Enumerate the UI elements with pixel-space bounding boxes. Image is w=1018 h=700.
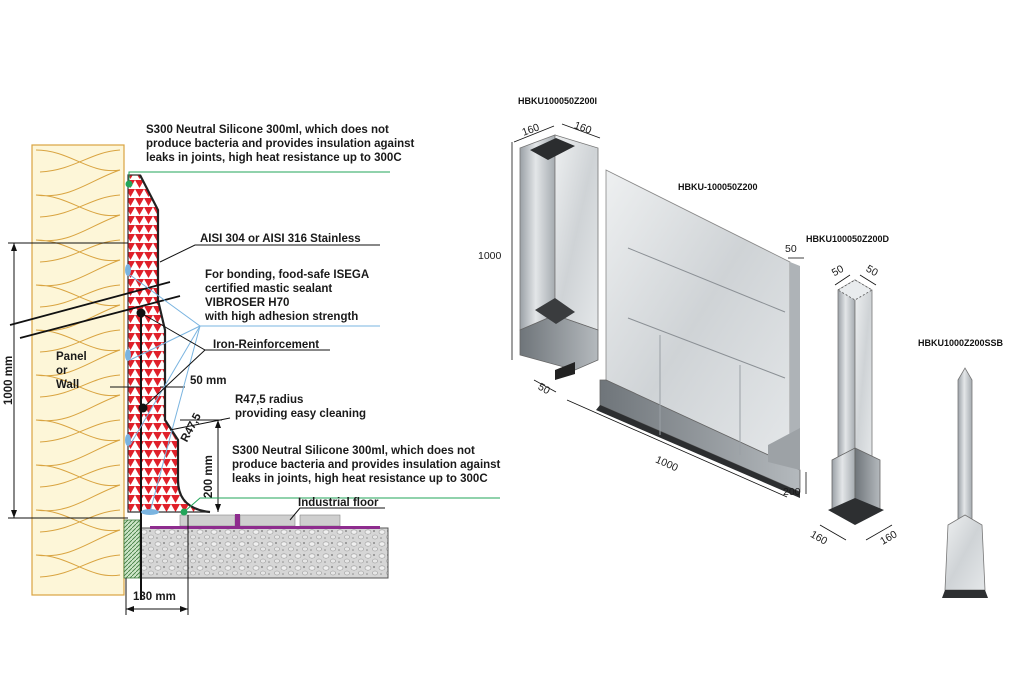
green-joint	[123, 519, 141, 579]
dim-200-label: 200 mm	[203, 455, 215, 498]
purple-layer	[150, 526, 380, 529]
column-product	[942, 367, 988, 598]
column-code: HBKU1000Z200SSB	[918, 338, 1004, 348]
section-drawing	[8, 144, 500, 615]
insulation-pattern	[35, 149, 121, 578]
floor-tile	[299, 514, 341, 527]
straight-code: HBKU-100050Z200	[678, 182, 758, 192]
insulation-panel	[31, 144, 125, 596]
floor-tile	[239, 514, 296, 527]
outer-corner-code: HBKU100050Z200D	[806, 234, 890, 244]
purple-joint	[235, 514, 240, 527]
outer-corner-product	[828, 279, 884, 525]
inner-corner-product	[519, 134, 599, 380]
inner-corner-dim-height: 1000	[478, 250, 502, 262]
dimension-arrows	[11, 243, 221, 612]
dimension-lines	[8, 242, 222, 615]
pipe-line	[9, 281, 171, 326]
stainless-skin	[139, 174, 211, 514]
silicone-bottom-label: S300 Neutral Silicone 300ml, which does …	[232, 445, 501, 485]
stainless-label: AISI 304 or AISI 316 Stainless	[200, 233, 361, 245]
dim-50-label: 50 mm	[190, 375, 227, 387]
silicone-top-label: S300 Neutral Silicone 300ml, which does …	[146, 124, 415, 164]
reinforcement-label: Iron-Reinforcement	[213, 339, 320, 351]
straight-dim-50: 50	[785, 243, 797, 255]
concrete-slab	[139, 527, 389, 579]
floor-label: Industrial floor	[298, 497, 379, 509]
straight-product	[596, 169, 801, 498]
dim-130-label: 130 mm	[133, 591, 176, 603]
inner-corner-code: HBKU100050Z200I	[518, 96, 598, 106]
leader-lines	[128, 171, 500, 521]
product-dimension-lines	[511, 123, 893, 541]
pipe-line	[19, 295, 181, 339]
dim-1000-label: 1000 mm	[3, 355, 15, 405]
straight-dim-height: 200	[783, 486, 801, 498]
